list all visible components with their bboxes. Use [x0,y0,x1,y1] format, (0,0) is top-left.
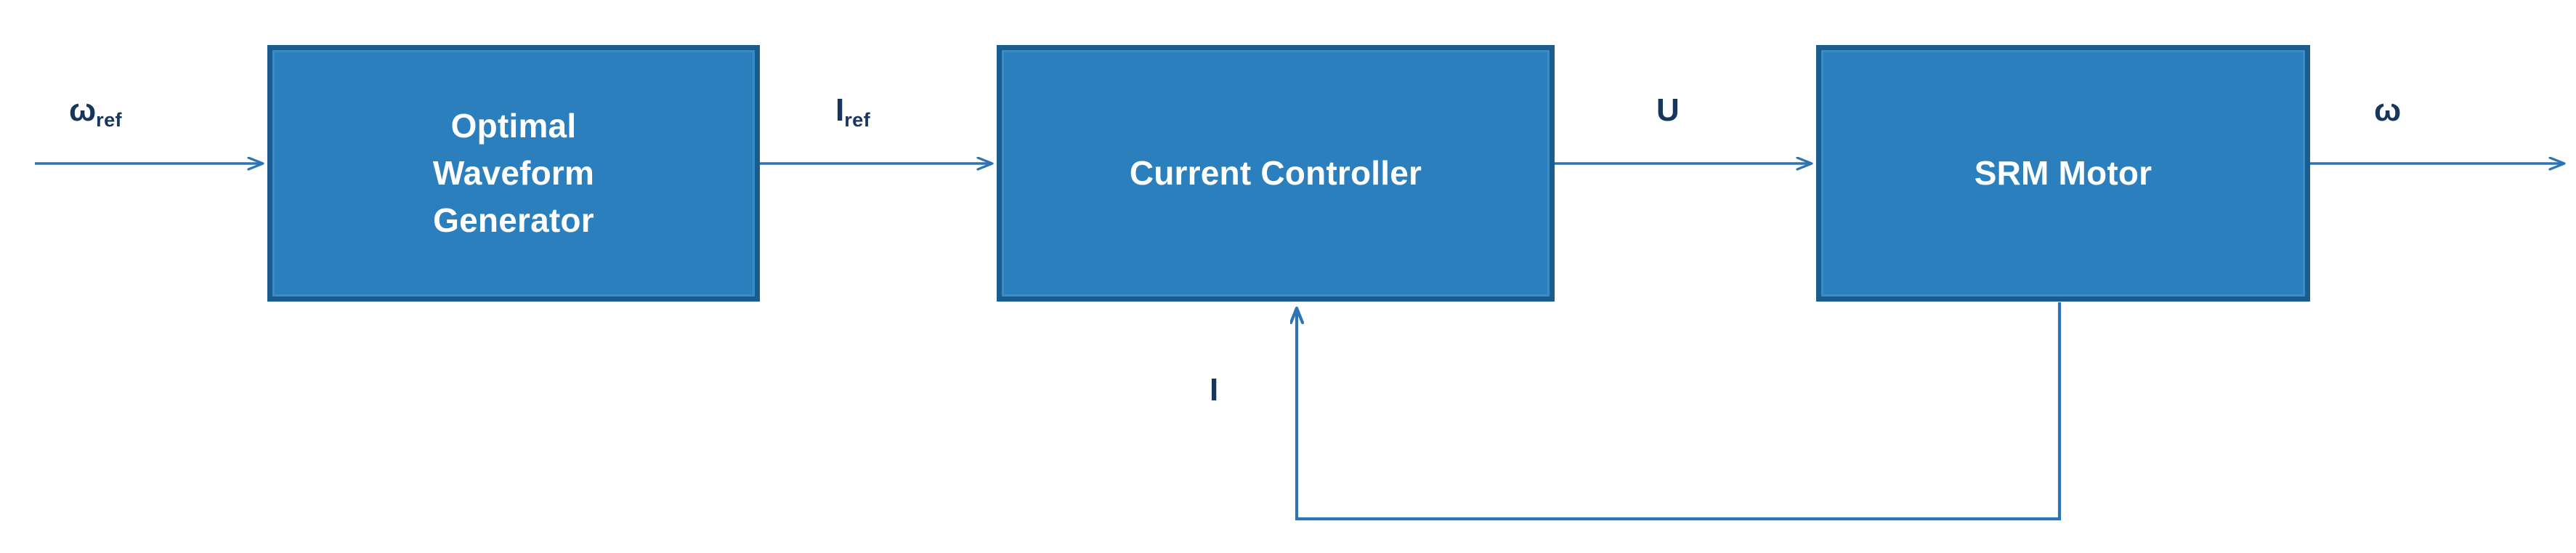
wire-motor-feedback-to-controller [1297,302,2062,521]
block-optimal-waveform-generator[interactable]: Optimal Waveform Generator [267,45,760,302]
signal-base: ω [2374,92,2402,128]
signal-label-i-ref: Iref [835,92,870,129]
block-label-line: Generator [433,201,594,240]
block-srm-motor[interactable]: SRM Motor [1816,45,2310,302]
signal-label-omega-ref: ωref [69,92,122,129]
signal-label-u: U [1656,94,1680,126]
block-label-line: Optimal [450,106,577,145]
block-label-line: SRM Motor [1974,153,2152,192]
block-current-controller[interactable]: Current Controller [997,45,1555,302]
signal-base: U [1656,92,1680,128]
signal-subscript: ref [844,108,870,131]
signal-base: I [835,92,845,128]
signal-label-i-feedback: I [1210,374,1218,406]
signal-subscript: ref [96,108,122,131]
block-label-line: Waveform [432,153,595,192]
signal-base: ω [69,92,97,128]
signal-label-omega-out: ω [2374,94,2401,126]
block-label-line: Current Controller [1129,153,1422,192]
signal-base: I [1210,372,1219,408]
